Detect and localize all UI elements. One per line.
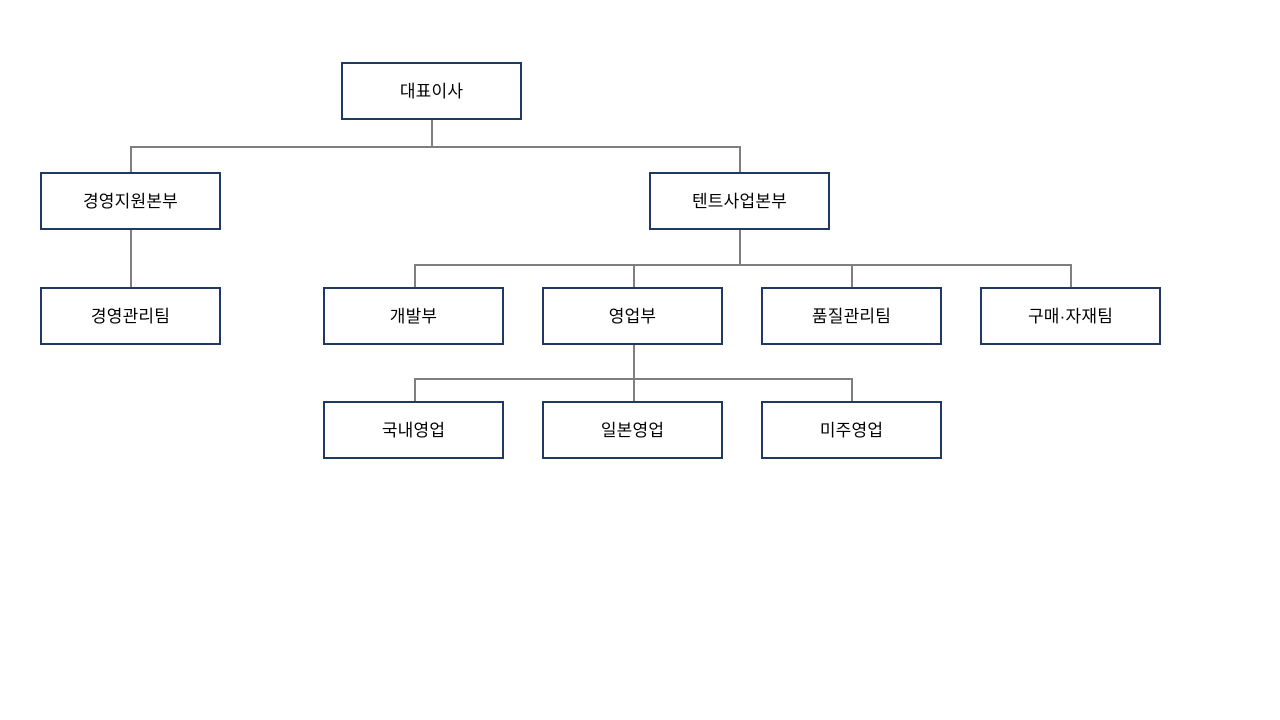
org-node-domestic-sales[interactable]: 국내영업 (323, 401, 504, 459)
connector-ceo-bus (130, 146, 741, 148)
org-node-development[interactable]: 개발부 (323, 287, 504, 345)
org-node-quality[interactable]: 품질관리팀 (761, 287, 942, 345)
org-node-label-tent-business: 텐트사업본부 (691, 191, 788, 211)
connector-tent-stem (739, 230, 741, 264)
org-node-tent-business[interactable]: 텐트사업본부 (649, 172, 830, 230)
org-node-label-japan-sales: 일본영업 (600, 420, 665, 440)
connector-sales-drop-2 (633, 378, 635, 401)
org-node-label-quality: 품질관리팀 (811, 306, 892, 326)
org-node-label-mgmt-team: 경영관리팀 (90, 306, 171, 326)
org-node-label-americas-sales: 미주영업 (819, 420, 884, 440)
org-node-label-sales: 영업부 (608, 306, 657, 326)
connector-sales-drop-3 (851, 378, 853, 401)
org-node-japan-sales[interactable]: 일본영업 (542, 401, 723, 459)
org-node-americas-sales[interactable]: 미주영업 (761, 401, 942, 459)
org-node-label-domestic-sales: 국내영업 (381, 420, 446, 440)
org-node-label-ceo: 대표이사 (399, 81, 464, 101)
connector-ceo-drop-left (130, 146, 132, 172)
connector-sales-stem (633, 345, 635, 378)
connector-tent-drop-1 (414, 264, 416, 287)
org-node-mgmt-team[interactable]: 경영관리팀 (40, 287, 221, 345)
connector-tent-drop-3 (851, 264, 853, 287)
connector-ceo-stem (431, 120, 433, 146)
org-node-label-purchasing: 구매·자재팀 (1027, 306, 1114, 326)
connector-sales-drop-1 (414, 378, 416, 401)
org-node-sales[interactable]: 영업부 (542, 287, 723, 345)
org-node-mgmt-support[interactable]: 경영지원본부 (40, 172, 221, 230)
org-node-label-mgmt-support: 경영지원본부 (82, 191, 179, 211)
connector-mgmt-stem (130, 230, 132, 287)
org-node-ceo[interactable]: 대표이사 (341, 62, 522, 120)
connector-ceo-drop-right (739, 146, 741, 172)
org-node-label-development: 개발부 (389, 306, 438, 326)
org-node-purchasing[interactable]: 구매·자재팀 (980, 287, 1161, 345)
connector-tent-drop-4 (1070, 264, 1072, 287)
connector-tent-drop-2 (633, 264, 635, 287)
connector-tent-bus (414, 264, 1071, 266)
